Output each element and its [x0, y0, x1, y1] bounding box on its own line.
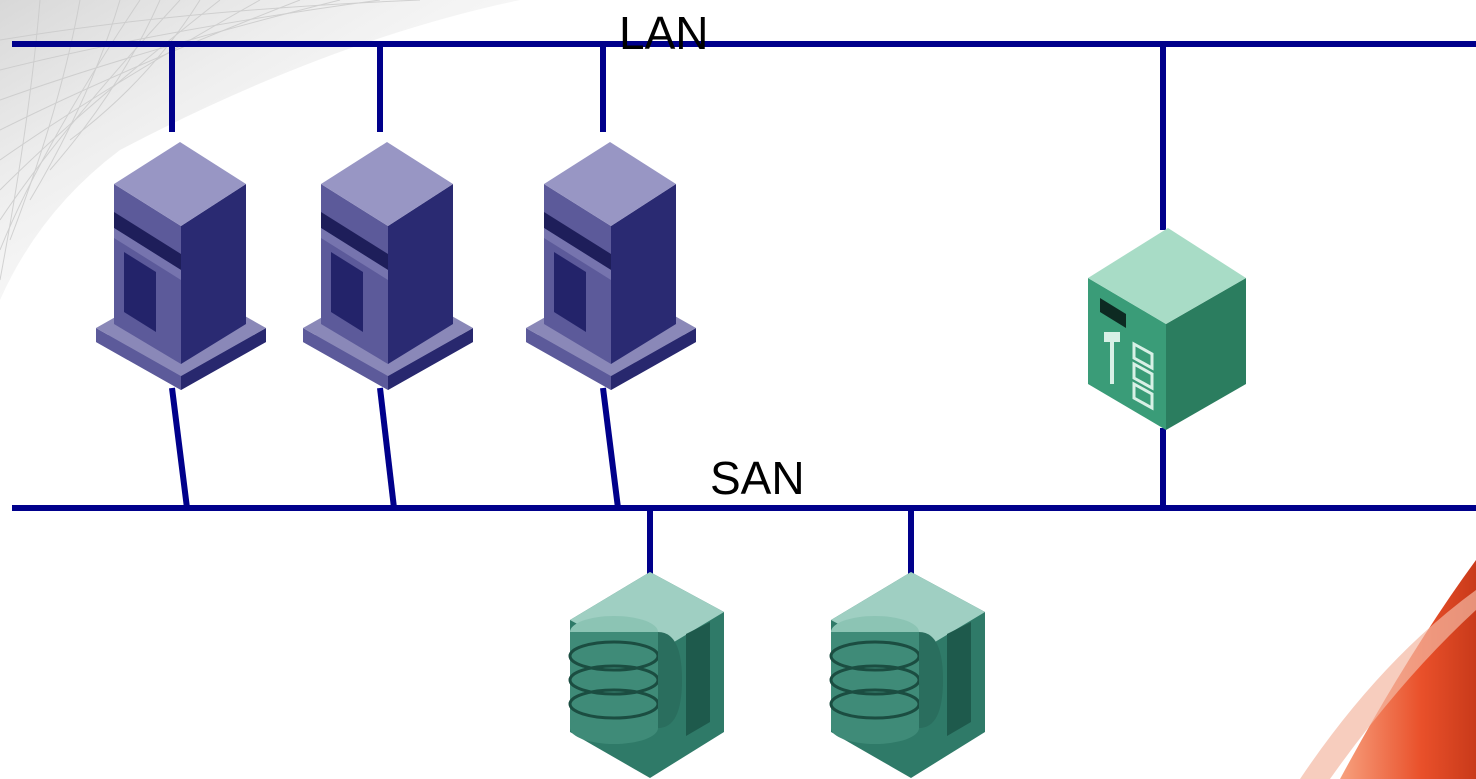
disk-storage-array-icon — [568, 570, 726, 779]
nas-appliance-icon — [1088, 228, 1246, 430]
network-wiring — [12, 41, 1476, 578]
server-2-san-link — [377, 387, 397, 509]
server-tower-icon — [303, 142, 473, 390]
disk-storage-array-icon — [829, 570, 987, 779]
server-tower-icon — [96, 142, 266, 390]
server-1-san-link — [169, 387, 190, 509]
lan-label: LAN — [619, 7, 709, 59]
server-tower-icon — [526, 142, 696, 390]
server-3-san-link — [600, 387, 621, 509]
san-label: SAN — [710, 452, 805, 504]
